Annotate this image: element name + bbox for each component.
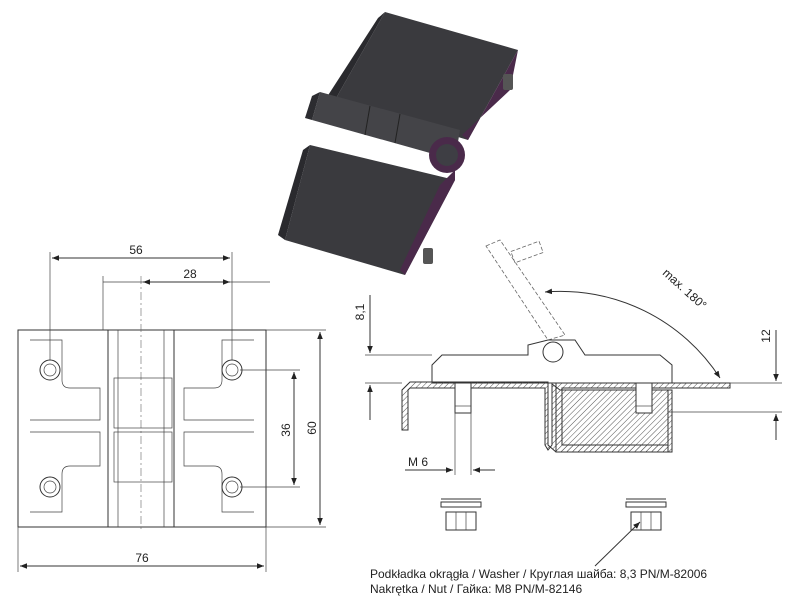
open-leaf xyxy=(485,239,566,341)
pin-circle xyxy=(542,341,564,363)
nut-right xyxy=(630,511,662,531)
profile-left xyxy=(401,381,669,453)
upper-leaf-edge xyxy=(462,50,518,140)
knuckle-top xyxy=(312,92,460,160)
bolt-bottom xyxy=(423,248,433,264)
bolt-left xyxy=(454,382,472,414)
knuckle-left xyxy=(305,92,320,120)
dim-76: 76 xyxy=(135,551,149,565)
washer-left xyxy=(440,498,482,508)
dim-8-1: 8,1 xyxy=(353,303,367,320)
nut-left xyxy=(445,511,477,531)
dim-36: 36 xyxy=(279,423,293,437)
hinge-3d-view xyxy=(278,12,518,275)
mount-hole xyxy=(39,476,61,498)
washer-caption: Podkładka okrągła / Washer / Круглая шай… xyxy=(370,567,707,581)
dim-56: 56 xyxy=(129,243,143,257)
profile-right xyxy=(555,382,731,453)
washer-right xyxy=(625,498,667,508)
bolt-right xyxy=(635,382,653,414)
dim-m6: M 6 xyxy=(408,455,428,469)
section-view: 8,1 12 M 6 max. 180° xyxy=(353,239,782,567)
lower-leaf-top xyxy=(285,145,455,275)
upper-leaf-side xyxy=(325,12,385,100)
upper-leaf-top xyxy=(335,12,518,140)
dim-60: 60 xyxy=(305,421,319,435)
dim-28: 28 xyxy=(183,267,197,281)
lower-leaf-side xyxy=(278,145,310,240)
front-view: 56 28 36 60 76 xyxy=(17,243,326,572)
nut-caption: Nakrętka / Nut / Гайка: M8 PN/M-82146 xyxy=(370,582,582,596)
bolt-top xyxy=(503,74,513,90)
dim-12: 12 xyxy=(759,329,773,343)
lower-leaf-edge xyxy=(400,170,455,275)
dim-max-180: max. 180° xyxy=(660,266,710,313)
